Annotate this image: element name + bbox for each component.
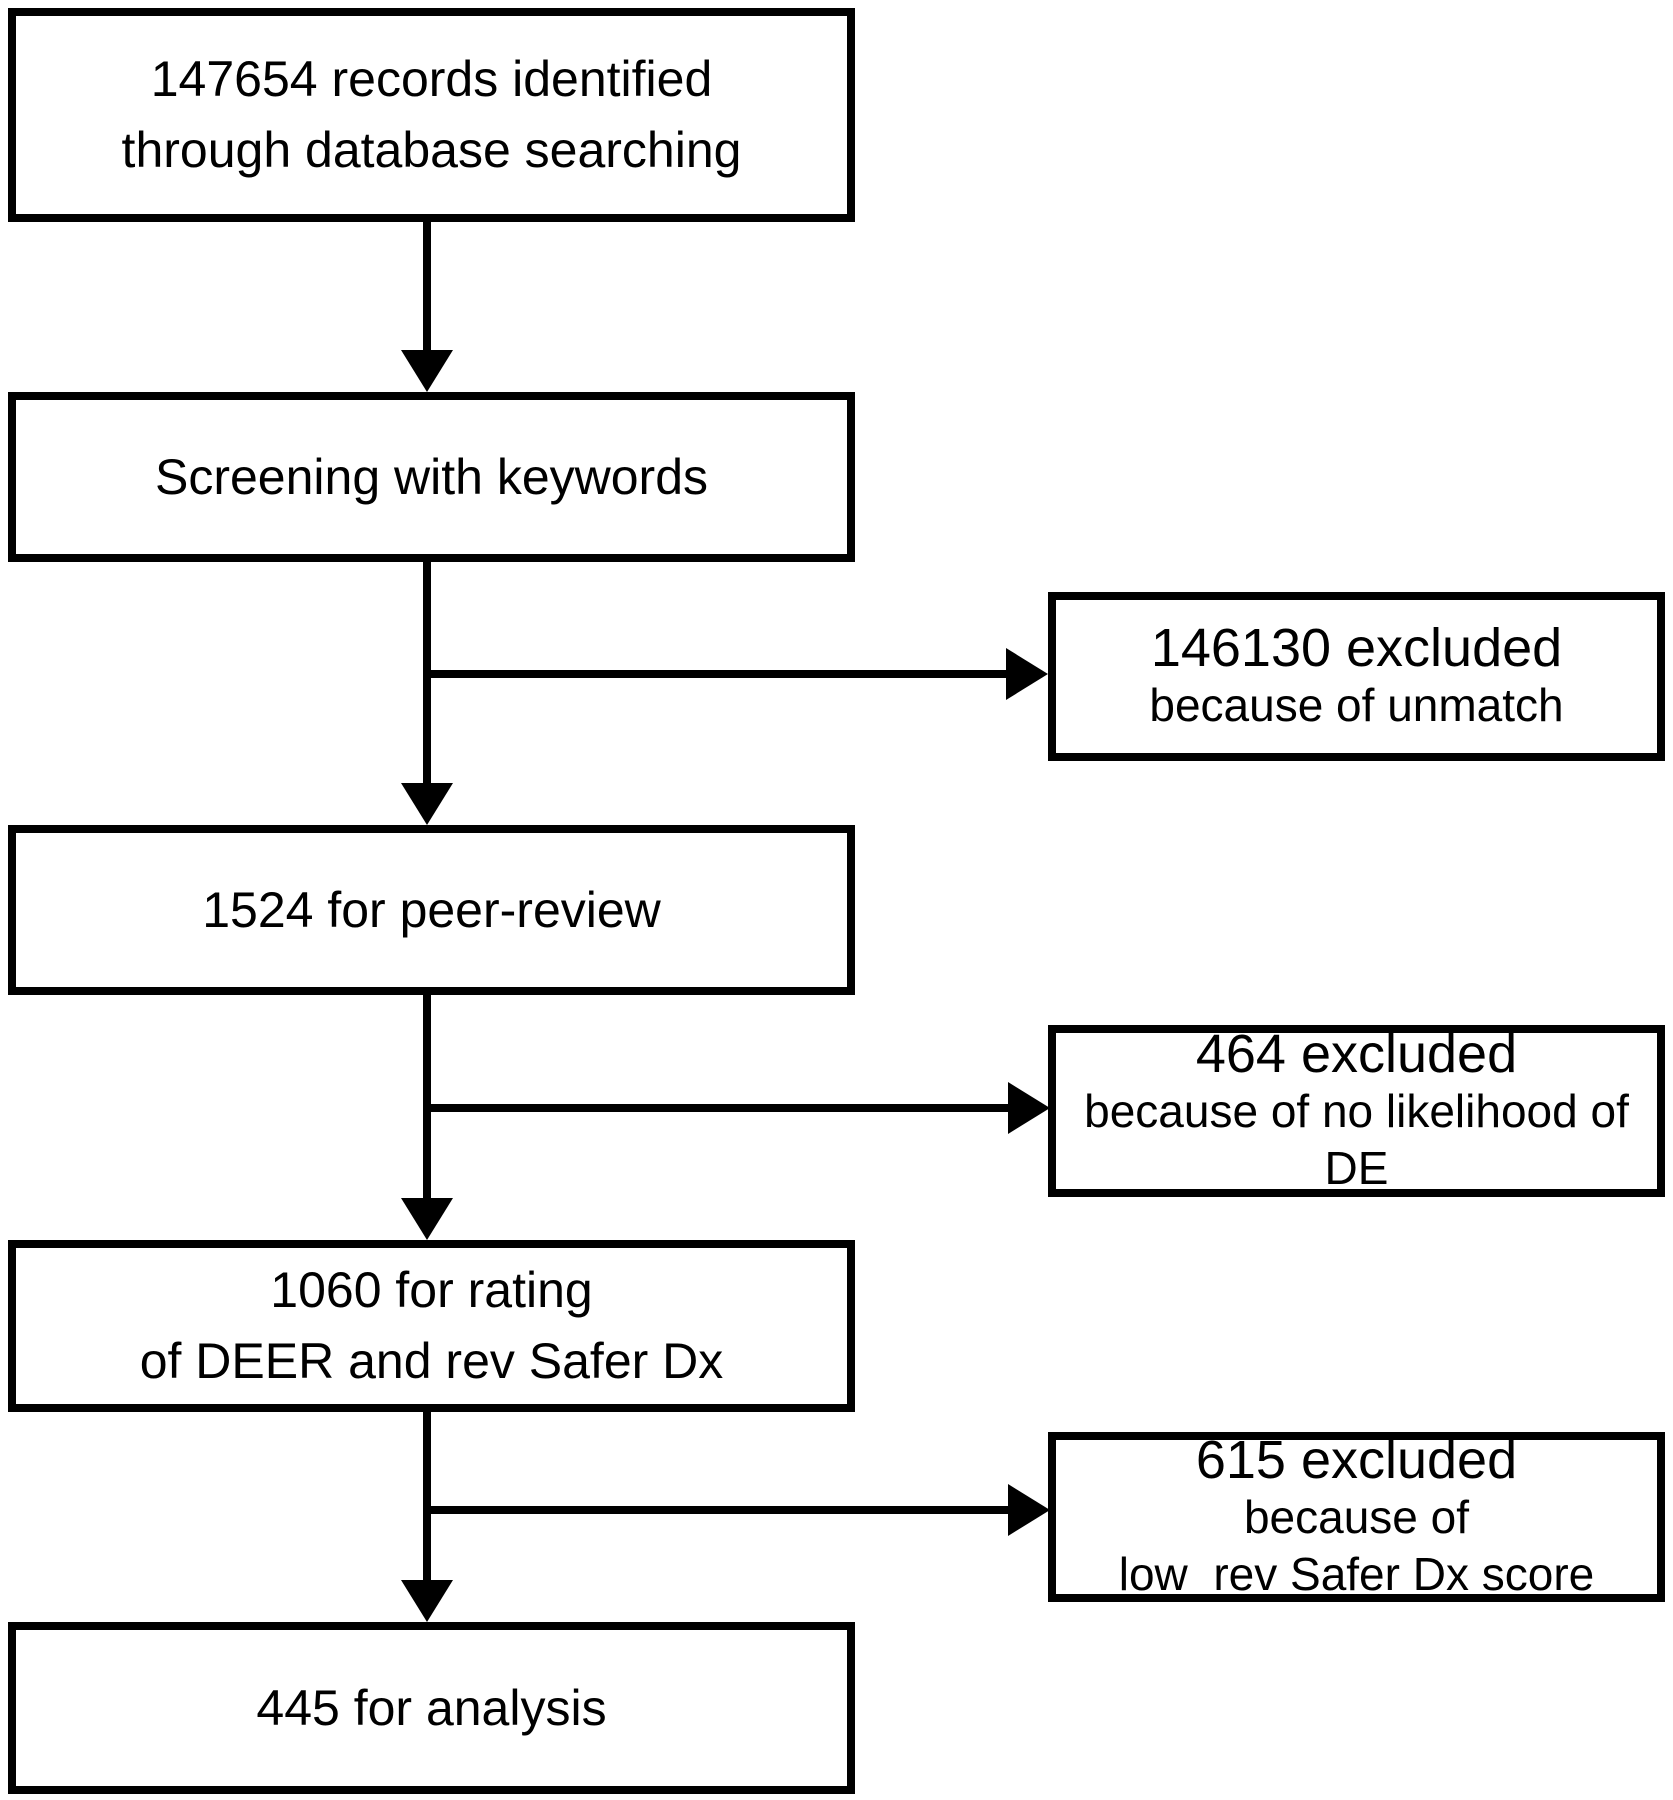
connector-peer-review-to-rating — [423, 995, 431, 1202]
excluded-no-likelihood-detail2: DE — [1324, 1142, 1389, 1194]
box-screening-line1: Screening with keywords — [154, 448, 709, 505]
excluded-low-score-headline: 615 excluded — [1195, 1430, 1518, 1490]
box-rating-line1: 1060 for rating — [270, 1262, 593, 1318]
box-analysis: 445 for analysis — [8, 1622, 855, 1794]
arrowhead-into-peer-review — [401, 783, 453, 825]
arrowhead-into-rating — [401, 1198, 453, 1240]
arrowhead-into-screening — [401, 350, 453, 392]
connector-records-to-screening — [423, 222, 431, 354]
excluded-no-likelihood-detail1: because of no likelihood of — [1084, 1085, 1629, 1137]
box-excluded-unmatch: 146130 excluded because of unmatch — [1048, 592, 1665, 761]
branch-to-excluded-unmatch — [423, 670, 1008, 678]
box-rating: 1060 for rating of DEER and rev Safer Dx — [8, 1240, 855, 1412]
excluded-unmatch-detail1: because of unmatch — [1149, 679, 1564, 731]
excluded-no-likelihood-headline: 464 excluded — [1195, 1024, 1518, 1084]
arrowhead-into-excluded-low-score — [1008, 1484, 1050, 1536]
box-records-identified-line1: 147654 records identified — [150, 51, 713, 107]
box-analysis-line1: 445 for analysis — [256, 1679, 607, 1736]
box-excluded-low-score: 615 excluded because of low rev Safer Dx… — [1048, 1430, 1665, 1602]
box-screening: Screening with keywords — [8, 392, 855, 562]
arrowhead-into-excluded-unmatch — [1006, 648, 1048, 700]
arrowhead-into-analysis — [401, 1580, 453, 1622]
excluded-low-score-detail1: because of — [1243, 1491, 1470, 1543]
box-records-identified: 147654 records identified through databa… — [8, 8, 855, 222]
excluded-unmatch-headline: 146130 excluded — [1150, 618, 1563, 678]
branch-to-excluded-low-score — [423, 1506, 1010, 1514]
box-peer-review-line1: 1524 for peer-review — [202, 881, 661, 938]
connector-rating-to-analysis — [423, 1412, 431, 1584]
excluded-low-score-detail2: low rev Safer Dx score — [1118, 1548, 1595, 1600]
box-peer-review: 1524 for peer-review — [8, 825, 855, 995]
arrowhead-into-excluded-no-likelihood — [1008, 1082, 1050, 1134]
branch-to-excluded-no-likelihood — [423, 1104, 1010, 1112]
box-records-identified-line2: through database searching — [121, 122, 742, 178]
box-rating-line2: of DEER and rev Safer Dx — [139, 1333, 724, 1389]
box-excluded-no-likelihood: 464 excluded because of no likelihood of… — [1048, 1025, 1665, 1197]
